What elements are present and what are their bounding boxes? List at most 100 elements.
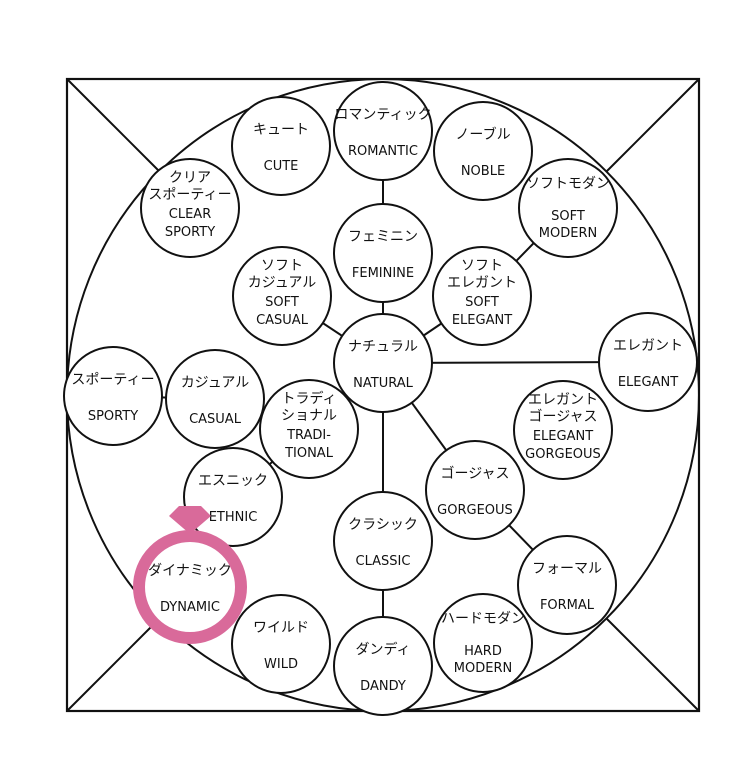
node-classic: クラシック CLASSIC — [333, 491, 433, 591]
node-label: FEMININE — [352, 266, 414, 281]
node-label: CLEAR — [169, 207, 211, 222]
node-label: キュート — [253, 122, 309, 138]
ring-band — [133, 530, 247, 644]
node-label: ハードモダン — [441, 611, 525, 627]
node-circle — [333, 81, 433, 181]
node-label: ゴージャス — [440, 465, 509, 482]
node-circle — [259, 379, 359, 479]
node-label: ETHNIC — [209, 510, 258, 525]
node-romantic: ロマンティック ROMANTIC — [333, 81, 433, 181]
node-label: ゴージャス — [528, 408, 597, 425]
ring-gem — [169, 506, 211, 534]
node-label: ショナル — [281, 408, 337, 424]
node-circle — [425, 440, 525, 540]
node-circle — [333, 203, 433, 303]
node-circle — [165, 349, 265, 449]
node-label: ノーブル — [455, 126, 510, 143]
node-circle — [513, 380, 613, 480]
node-circle — [63, 346, 163, 446]
node-label: ソフト — [461, 258, 503, 274]
node-circle — [232, 246, 332, 346]
node-circle — [518, 158, 618, 258]
node-circle — [231, 96, 331, 196]
nodes-layer: ロマンティックROMANTICキュートCUTEノーブルNOBLEクリアスポーティ… — [63, 81, 698, 716]
node-circle — [333, 491, 433, 591]
node-circle — [231, 594, 331, 694]
node-elegant: エレガント ELEGANT — [598, 312, 698, 412]
node-label: SPORTY — [88, 409, 138, 424]
node-label: NATURAL — [353, 376, 413, 391]
node-label: HARD — [464, 644, 502, 659]
node-label: DANDY — [360, 679, 406, 694]
node-circle — [333, 313, 433, 413]
node-ethnic: エスニック ETHNIC — [183, 447, 283, 547]
node-label: SOFT — [551, 209, 585, 224]
node-label: SOFT — [465, 295, 499, 310]
node-label: GORGEOUS — [437, 503, 513, 518]
node-label: SPORTY — [165, 225, 215, 240]
node-label: TRADI- — [286, 428, 331, 443]
node-gorgeous: ゴージャス GORGEOUS — [425, 440, 525, 540]
node-label: ダイナミック — [148, 563, 232, 579]
node-label: クリア — [169, 170, 211, 186]
node-label: DYNAMIC — [160, 600, 220, 615]
node-label: FORMAL — [540, 598, 595, 613]
node-label: スポーティー — [71, 372, 154, 388]
node-circle — [433, 593, 533, 693]
node-label: ナチュラル — [348, 339, 418, 355]
node-soft-modern: ソフトモダン SOFT MODERN — [518, 158, 618, 258]
node-label: CUTE — [264, 159, 299, 174]
node-circle — [517, 535, 617, 635]
node-label: クラシック — [348, 517, 418, 533]
node-label: ロマンティック — [334, 107, 431, 123]
node-label: MODERN — [539, 226, 597, 241]
node-label: カジュアル — [181, 375, 250, 391]
corner-line-bottom-left — [66, 617, 161, 712]
node-label: ワイルド — [253, 620, 309, 636]
node-label: エレガント — [613, 338, 683, 354]
node-feminine: フェミニン FEMININE — [333, 203, 433, 303]
node-label: スポーティー — [148, 187, 231, 203]
node-circle — [432, 246, 532, 346]
node-label: CASUAL — [256, 313, 309, 328]
node-label: CLASSIC — [356, 554, 411, 569]
node-label: SOFT — [265, 295, 299, 310]
node-dandy: ダンディ DANDY — [333, 616, 433, 716]
node-wild: ワイルド WILD — [231, 594, 331, 694]
node-label: ソフトモダン — [526, 176, 610, 192]
node-label: ELEGANT — [618, 375, 678, 390]
node-circle — [598, 312, 698, 412]
node-label: ELEGANT — [533, 429, 593, 444]
node-cute: キュート CUTE — [231, 96, 331, 196]
node-label: TIONAL — [284, 446, 334, 461]
node-label: エスニック — [198, 473, 268, 489]
node-label: ELEGANT — [452, 313, 512, 328]
node-label: フェミニン — [348, 229, 418, 245]
node-circle — [433, 101, 533, 201]
node-natural: ナチュラル NATURAL — [333, 313, 433, 413]
node-label: トラディ — [281, 390, 336, 407]
node-circle — [183, 447, 283, 547]
node-label: エレガント — [447, 275, 517, 291]
corner-line-top-left — [66, 78, 161, 173]
node-label: ダンディ — [355, 641, 410, 658]
corner-line-top-right — [605, 78, 700, 173]
node-sporty: スポーティー SPORTY — [63, 346, 163, 446]
node-label: カジュアル — [248, 275, 317, 291]
node-label: フォーマル — [532, 561, 602, 577]
node-circle — [333, 616, 433, 716]
node-label: エレガント — [528, 392, 598, 408]
node-label: GORGEOUS — [525, 447, 601, 462]
node-formal: フォーマル FORMAL — [517, 535, 617, 635]
node-label: WILD — [264, 657, 298, 672]
node-label: ROMANTIC — [348, 144, 418, 159]
